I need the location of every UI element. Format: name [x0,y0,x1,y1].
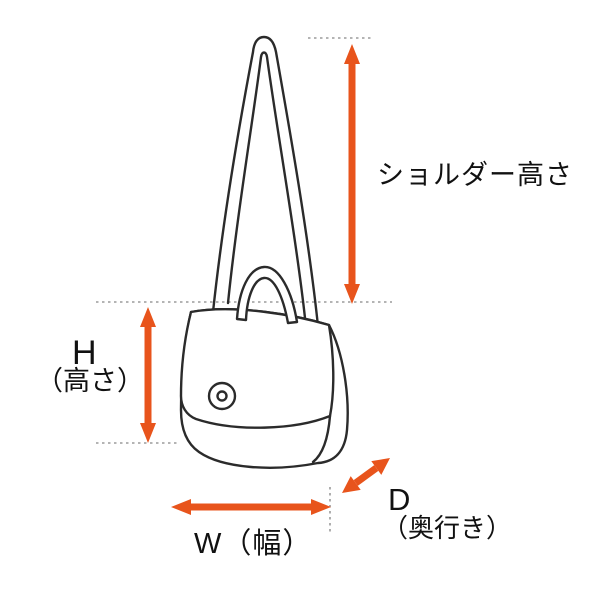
height-paren-label: （高さ） [36,366,144,396]
depth-letter-label: D [388,482,411,517]
bag-flap [179,308,335,429]
shoulder-height-label: ショルダー高さ [377,160,573,190]
bag-handle [235,265,299,325]
height-arrow [140,307,156,443]
depth-arrow [342,458,390,493]
height-arrow-head-up [140,307,156,327]
shoulder-strap [211,35,320,328]
depth-arrow-head-lower [342,476,361,493]
strap-outer-line [211,35,320,328]
strap-inner-line [226,51,307,320]
shoulder-height-arrow [344,44,360,304]
depth-arrow-head-upper [371,458,390,475]
depth-paren-label: （奥行き） [382,513,513,543]
shoulder-height-arrow-head-down [344,284,360,304]
width-arrow-head-left [171,499,191,515]
shoulder-height-arrow-head-up [344,44,360,64]
height-arrow-head-down [140,423,156,443]
bag-side-fold-line [311,414,332,464]
width-label: W（幅） [194,528,313,560]
width-arrow-head-right [311,499,331,515]
flap-button-center [216,390,228,402]
depth-arrow-shaft [353,465,379,486]
height-letter-label: H [72,334,97,372]
width-arrow [171,499,331,515]
bag-body [179,265,349,469]
guide-dotted-lines [96,37,392,534]
